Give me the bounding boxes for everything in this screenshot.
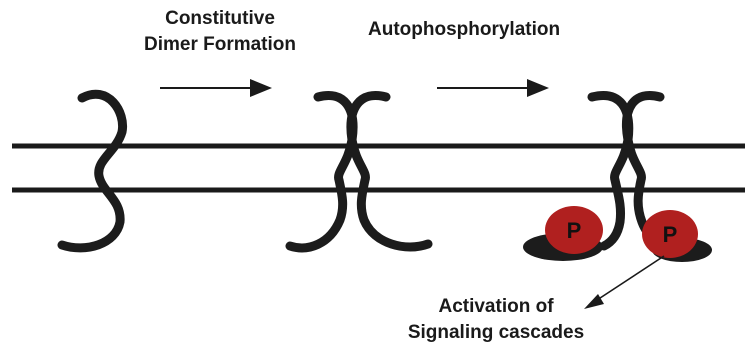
phosphate-group-left: P <box>545 206 603 254</box>
receptor-phosphorylated-dimer: P P <box>523 91 712 262</box>
label-signaling-outcome: Activation of Signaling cascades <box>396 294 596 346</box>
phosphate-group-right: P <box>642 210 698 258</box>
label-dimer-formation-line2: Dimer Formation <box>143 34 297 55</box>
label-dimer-formation-line1: Constitutive <box>165 8 275 29</box>
receptor-monomer <box>57 89 128 253</box>
label-dimer-formation: Constitutive Dimer Formation <box>130 6 310 58</box>
arrow-dimer-formation <box>160 79 272 97</box>
receptor-dimer-right-chain <box>346 91 433 252</box>
arrow-signaling-activation <box>584 255 665 309</box>
arrow-autophosphorylation <box>437 79 549 97</box>
phosphate-label-left: P <box>567 218 582 243</box>
receptor-dimer <box>285 91 433 253</box>
receptor-dimer-left-chain <box>285 91 358 253</box>
label-signaling-outcome-line2: Signaling cascades <box>407 322 585 343</box>
label-signaling-outcome-line1: Activation of <box>438 296 554 317</box>
phosphate-label-right: P <box>663 222 678 247</box>
label-autophosphorylation: Autophosphorylation <box>368 19 561 40</box>
